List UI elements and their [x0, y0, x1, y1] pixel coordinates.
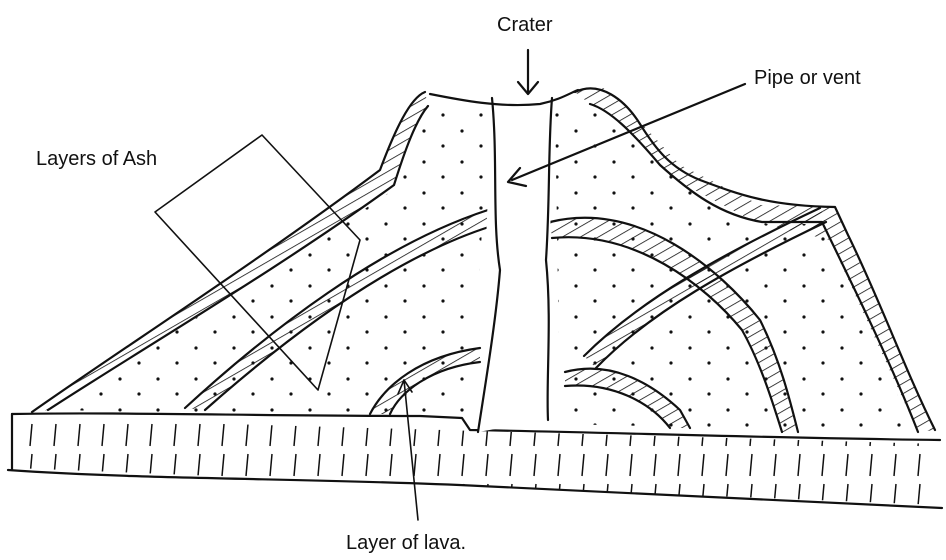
pipe-label: Pipe or vent — [754, 67, 861, 89]
crater-label: Crater — [497, 14, 553, 36]
ash-label: Layers of Ash — [36, 148, 157, 170]
lava-label: Layer of lava. — [346, 532, 466, 554]
